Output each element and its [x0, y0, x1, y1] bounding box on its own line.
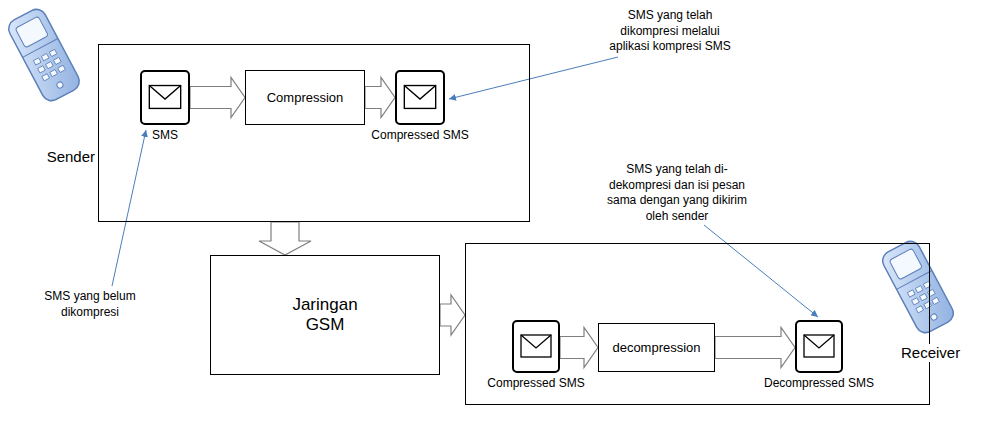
phone-body	[879, 238, 957, 336]
network-box: Jaringan GSM	[210, 255, 440, 375]
sms-envelope: Decompressed SMS	[795, 320, 843, 373]
sender-box: SMSCompressionCompressed SMSSender	[98, 44, 530, 222]
block-arrow	[440, 295, 465, 335]
leader-line	[704, 225, 818, 317]
block-arrow	[715, 328, 795, 368]
node-text: SMS	[152, 128, 178, 142]
receiver-box: Compressed SMSdecompressionDecompressed …	[465, 243, 930, 405]
phone-screen	[889, 248, 922, 280]
phone-button	[56, 81, 64, 89]
node-text: Receiver	[899, 344, 962, 362]
phone-keypad	[907, 281, 939, 313]
node-text: Decompressed SMS	[764, 376, 874, 390]
process-box: decompression	[598, 323, 715, 372]
node-text: Jaringan GSM	[277, 295, 373, 336]
phone-body	[5, 6, 83, 104]
envelope-body	[521, 335, 551, 357]
sms-envelope: Compressed SMS	[512, 320, 560, 373]
node-text: Compression	[267, 90, 344, 106]
node-text: decompression	[612, 340, 700, 356]
block-arrow	[365, 78, 395, 118]
block-arrow	[190, 78, 245, 118]
leader-line	[112, 130, 146, 286]
envelope-body	[404, 86, 435, 109]
node-text: Sender	[47, 148, 95, 166]
leader-line	[449, 57, 618, 99]
envelope-flap	[804, 335, 834, 348]
phone-screen	[15, 16, 48, 48]
phone-button	[930, 313, 938, 321]
envelope-icon	[142, 72, 188, 123]
envelope-icon	[514, 322, 558, 371]
callout-note: SMS yang telah di-dekompresi dan isi pes…	[602, 162, 752, 224]
phone-keypad	[33, 49, 65, 81]
envelope-flap	[521, 335, 551, 348]
envelope-flap	[149, 86, 180, 100]
phone-hinge	[23, 39, 58, 58]
receiver-phone	[879, 238, 957, 336]
sms-envelope: SMS	[140, 70, 190, 125]
block-arrow	[259, 222, 311, 255]
sender-phone	[5, 6, 83, 104]
envelope-body	[149, 86, 180, 109]
node-text: Compressed SMS	[487, 376, 584, 390]
process-box: Compression	[245, 70, 365, 125]
phone-hinge	[897, 271, 932, 290]
callout-note: SMS yang belum dikompresi	[40, 289, 140, 320]
envelope-icon	[397, 72, 443, 123]
node-text: Compressed SMS	[371, 128, 468, 142]
envelope-flap	[404, 86, 435, 100]
callout-note: SMS yang telah dikompresi melalui aplika…	[600, 8, 740, 55]
envelope-icon	[797, 322, 841, 371]
envelope-body	[804, 335, 834, 357]
block-arrow	[560, 328, 598, 368]
sms-envelope: Compressed SMS	[395, 70, 445, 125]
